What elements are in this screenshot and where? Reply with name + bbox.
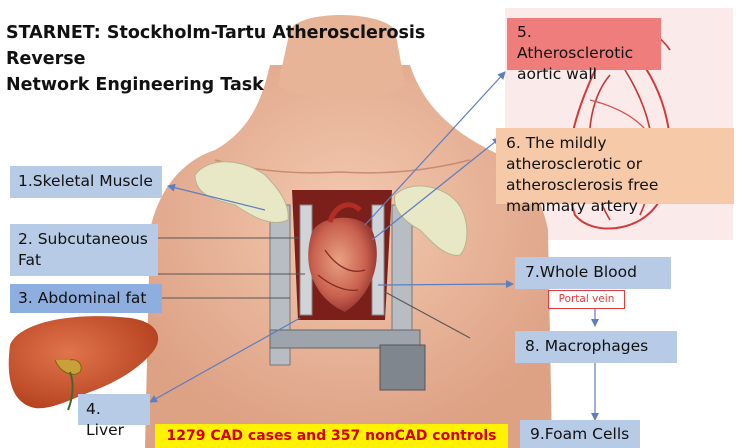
tissue-abdominal-fat: 3. Abdominal fat	[10, 284, 162, 313]
tissue-mammary-artery: 6. The mildly atherosclerotic or atheros…	[496, 128, 734, 204]
tissue-macrophages: 8. Macrophages	[515, 331, 677, 363]
tissue-subcutaneous-fat: 2. Subcutaneous Fat	[10, 224, 158, 276]
portal-vein-label: Portal vein	[548, 290, 625, 309]
tissue-aortic-wall: 5. Atherosclerotic aortic wall	[507, 18, 661, 70]
diagram-title: STARNET: Stockholm-Tartu Atherosclerosis…	[6, 20, 506, 98]
title-line-1: STARNET: Stockholm-Tartu Atherosclerosis…	[6, 20, 506, 72]
tissue-liver: 4. Liver	[78, 394, 150, 425]
cohort-banner: 1279 CAD cases and 357 nonCAD controls	[155, 424, 508, 448]
tissue-foam-cells: 9.Foam Cells	[520, 420, 640, 448]
tissue-skeletal-muscle: 1.Skeletal Muscle	[10, 166, 162, 198]
tissue-whole-blood: 7.Whole Blood	[515, 257, 671, 289]
title-line-2: Network Engineering Task	[6, 72, 506, 98]
